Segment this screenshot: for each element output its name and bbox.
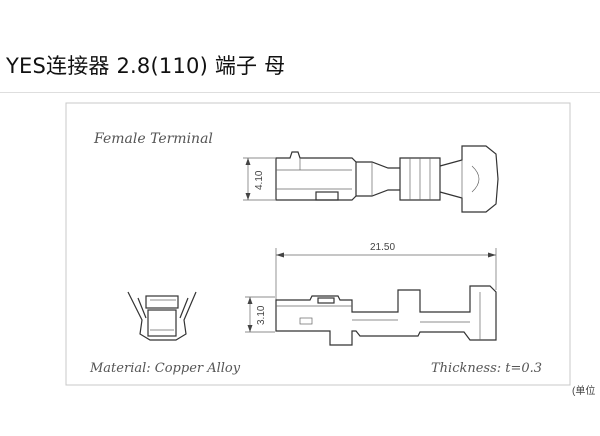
thickness-note: Thickness: t=0.3 bbox=[431, 361, 542, 376]
title-divider bbox=[0, 92, 600, 93]
caption-female-terminal: Female Terminal bbox=[93, 131, 213, 147]
unit-note: (单位 bbox=[572, 384, 595, 397]
terminal-side-view: 3.10 bbox=[245, 285, 497, 346]
terminal-top-view: 4.10 bbox=[243, 145, 499, 213]
length-dimension: 21.50 bbox=[275, 242, 497, 300]
dim-height-side: 3.10 bbox=[256, 305, 267, 325]
material-note: Material: Copper Alloy bbox=[89, 361, 241, 376]
dim-height-top: 4.10 bbox=[254, 170, 265, 190]
dim-length: 21.50 bbox=[370, 242, 395, 253]
page-title: YES连接器 2.8(110) 端子 母 bbox=[6, 54, 286, 78]
terminal-end-view bbox=[127, 291, 197, 341]
drawing-frame bbox=[65, 102, 571, 386]
